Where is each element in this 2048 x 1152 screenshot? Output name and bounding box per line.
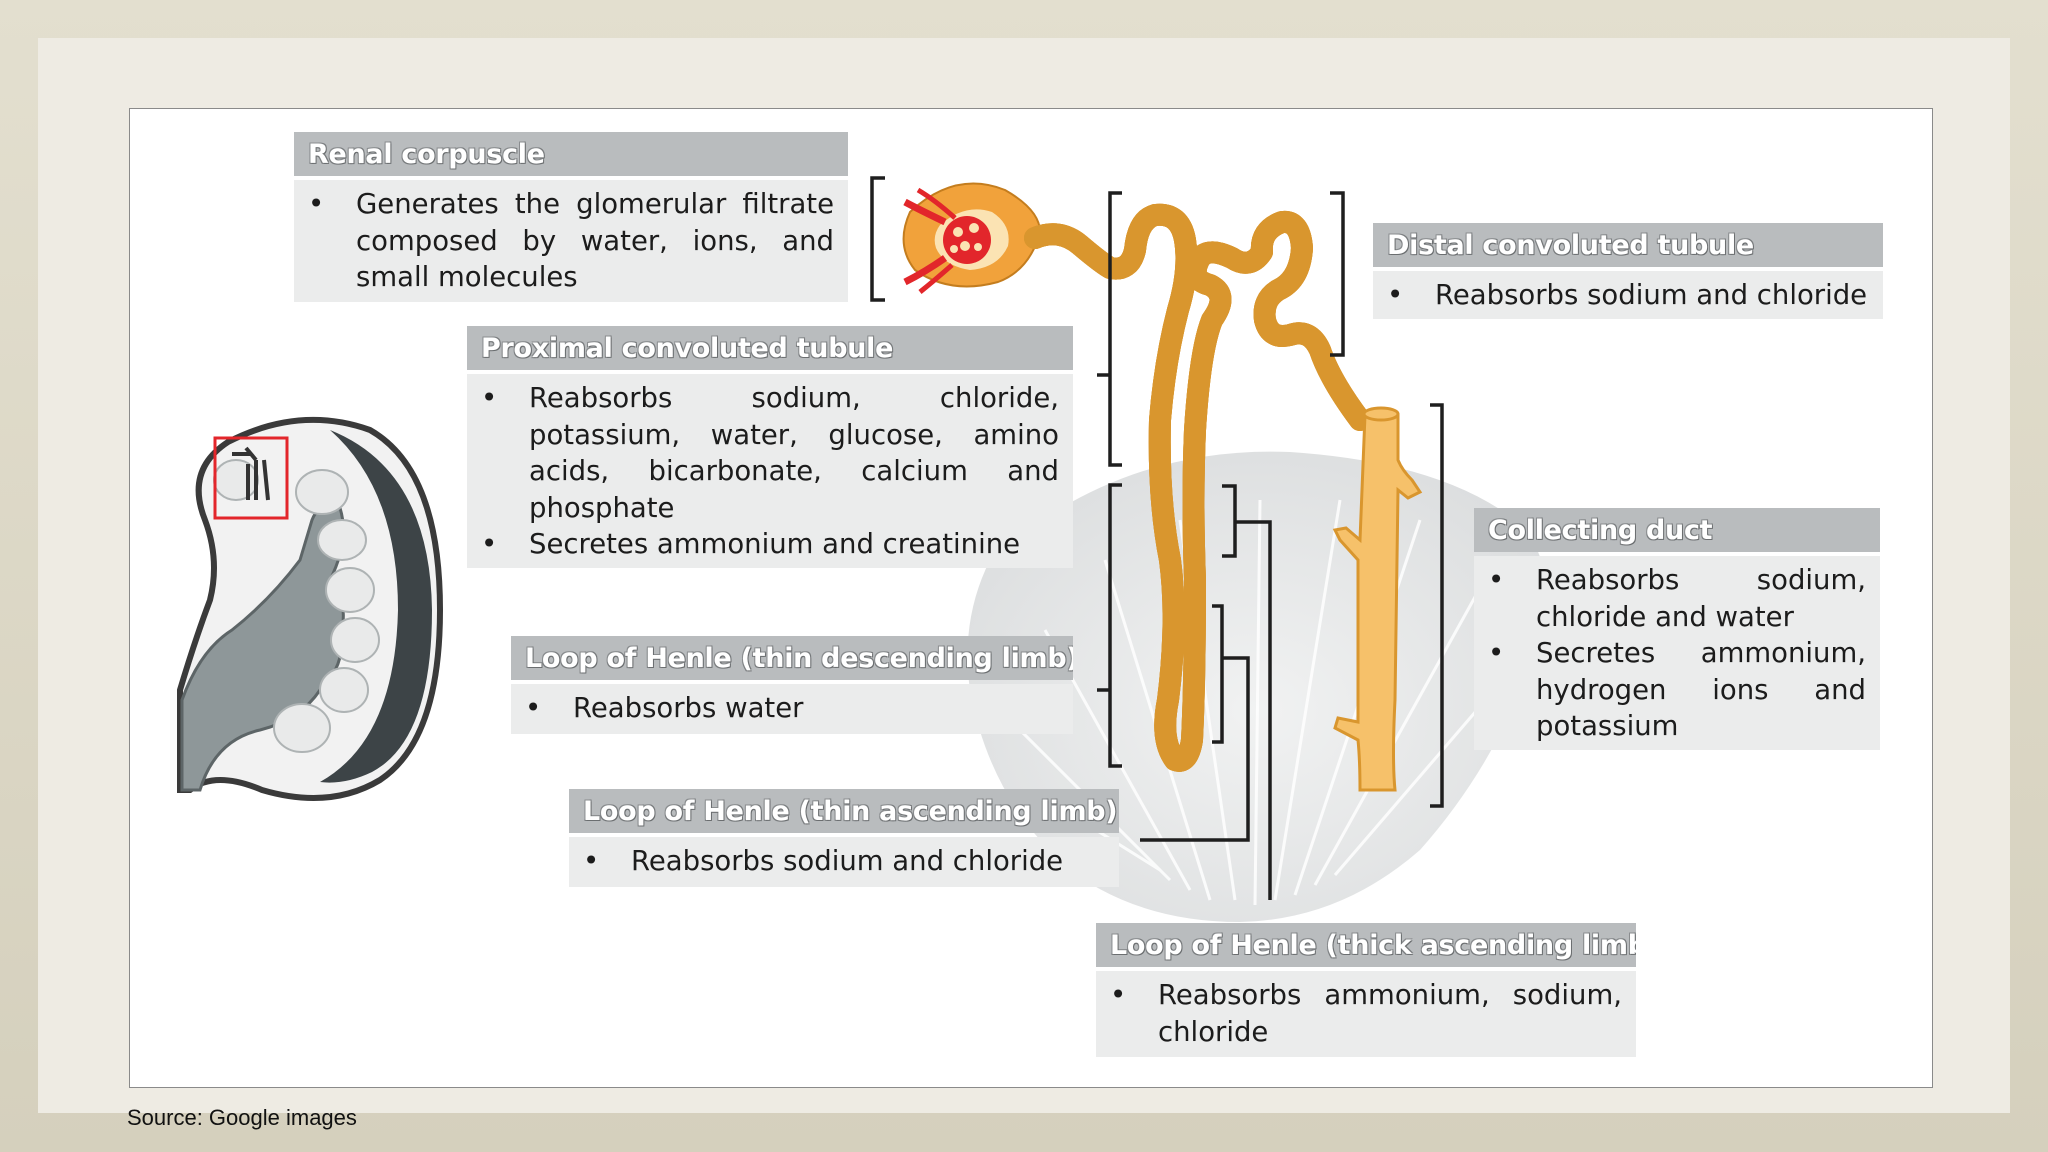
- box-title: Collecting duct: [1474, 508, 1880, 552]
- kidney-icon: [177, 416, 444, 801]
- box-body: Reabsorbs sodium and chloride: [569, 837, 1119, 887]
- bullet-item: Generates the glomerular filtrate compos…: [308, 186, 834, 296]
- nephron-tubule: [1024, 215, 1371, 761]
- box-body: Reabsorbs sodium, chloride, potassium, w…: [467, 374, 1073, 568]
- proximal-tubule-box: Proximal convoluted tubule Reabsorbs sod…: [467, 326, 1073, 568]
- box-body: Reabsorbs ammonium, sodium, chloride: [1096, 971, 1636, 1057]
- box-title: Loop of Henle (thin descending limb): [511, 636, 1073, 680]
- bullet-item: Reabsorbs sodium and chloride: [583, 843, 1105, 880]
- bullet-item: Reabsorbs sodium and chloride: [1387, 277, 1869, 314]
- box-title: Loop of Henle (thin ascending limb): [569, 789, 1119, 833]
- renal-corpuscle-box: Renal corpuscle Generates the glomerular…: [294, 132, 848, 302]
- bullet-item: Reabsorbs ammonium, sodium, chloride: [1110, 977, 1622, 1050]
- box-title: Loop of Henle (thick ascending limb): [1096, 923, 1636, 967]
- distal-tubule-box: Distal convoluted tubule Reabsorbs sodiu…: [1373, 223, 1883, 319]
- bullet-item: Reabsorbs sodium, chloride, potassium, w…: [481, 380, 1059, 526]
- box-body: Generates the glomerular filtrate compos…: [294, 180, 848, 302]
- thin-descending-box: Loop of Henle (thin descending limb) Rea…: [511, 636, 1073, 734]
- brackets: [870, 176, 1444, 900]
- bullet-item: Secretes ammonium and creatinine: [481, 526, 1059, 563]
- source-caption: Source: Google images: [127, 1105, 357, 1130]
- glomerulus: [902, 182, 1042, 294]
- box-body: Reabsorbs sodium and chloride: [1373, 271, 1883, 319]
- thick-ascending-box: Loop of Henle (thick ascending limb) Rea…: [1096, 923, 1636, 1057]
- collecting-duct: [1332, 406, 1423, 792]
- box-body: Reabsorbs water: [511, 684, 1073, 734]
- box-body: Reabsorbs sodium, chloride and water Sec…: [1474, 556, 1880, 750]
- bullet-item: Reabsorbs water: [525, 690, 1059, 727]
- box-title: Proximal convoluted tubule: [467, 326, 1073, 370]
- box-title: Renal corpuscle: [294, 132, 848, 176]
- box-title: Distal convoluted tubule: [1373, 223, 1883, 267]
- collecting-duct-box: Collecting duct Reabsorbs sodium, chlori…: [1474, 508, 1880, 750]
- bullet-item: Secretes ammonium, hydrogen ions and pot…: [1488, 635, 1866, 745]
- thin-ascending-box: Loop of Henle (thin ascending limb) Reab…: [569, 789, 1119, 887]
- bullet-item: Reabsorbs sodium, chloride and water: [1488, 562, 1866, 635]
